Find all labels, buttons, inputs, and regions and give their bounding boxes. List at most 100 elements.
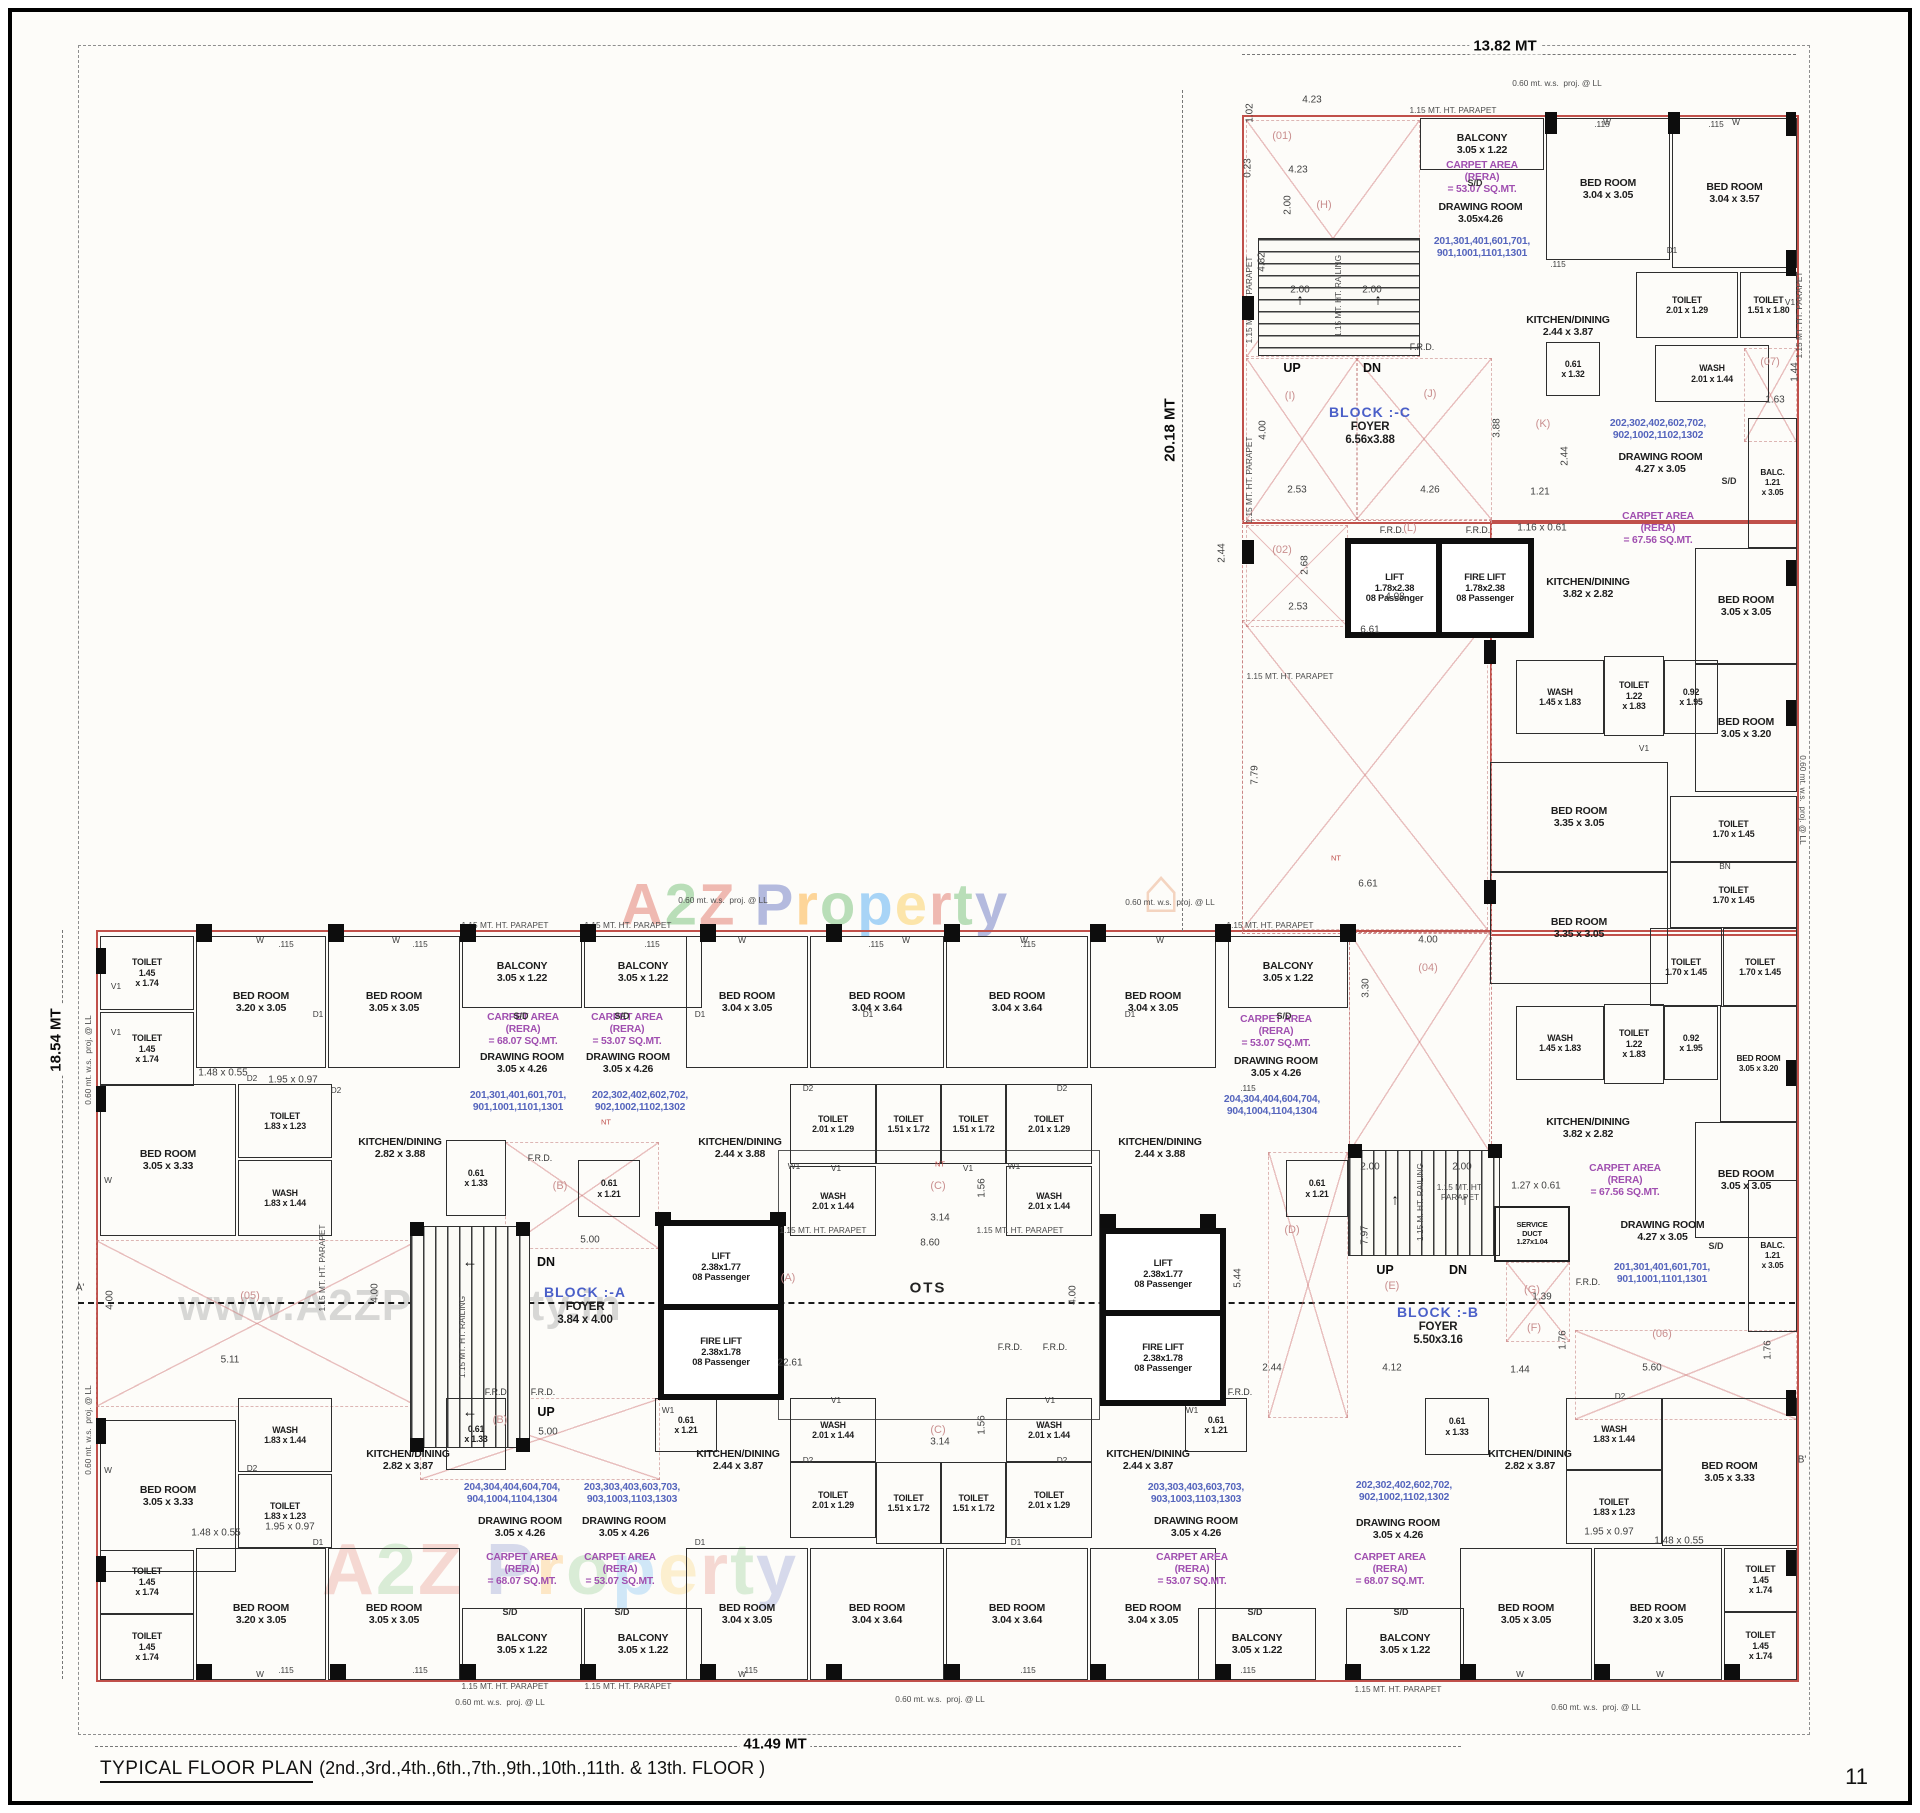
open-to-sky-area <box>1246 358 1358 520</box>
annotation: 1.56 <box>976 1415 988 1435</box>
watermark-letter: e <box>657 1530 701 1610</box>
annotation: D2 <box>1614 1391 1626 1401</box>
column-blob <box>1348 1144 1362 1158</box>
annotation: .115 <box>1550 259 1566 269</box>
annotation: W <box>256 935 264 945</box>
column-blob <box>1090 1664 1106 1680</box>
watermark-house-icon: ⌂ <box>1141 854 1183 926</box>
annotation: 1.15 M. HT. RAILING <box>1415 1163 1425 1241</box>
annotation: D2 <box>802 1455 814 1465</box>
annotation: 0.60 mt. w.s. proj. @ LL <box>1512 78 1602 88</box>
room-carpet: CARPET AREA(RERA)= 53.07 SQ.MT. <box>584 1551 656 1588</box>
annotation: DN <box>1362 361 1382 375</box>
column-blob <box>1594 1664 1610 1680</box>
watermark-letter: o <box>566 1530 612 1610</box>
annotation: D2 <box>1056 1083 1068 1093</box>
annotation: V1 <box>110 1027 122 1037</box>
watermark-letter: r <box>700 1530 731 1610</box>
annotation: 1.44 <box>1789 362 1801 382</box>
annotation: F.R.D. <box>1227 1387 1253 1397</box>
watermark-letter: y <box>974 872 1010 938</box>
annotation: 1.56 <box>976 1178 988 1198</box>
annotation: 1.15 MT. HT. PARAPET <box>584 920 672 930</box>
room-nums: 201,301,401,601,701,901,1001,1101,1301 <box>1433 235 1531 259</box>
room-carpet: CARPET AREA(RERA)= 53.07 SQ.MT. <box>1240 1013 1312 1050</box>
annotation: V1 <box>830 1395 842 1405</box>
annotation: W1 <box>1007 1161 1021 1171</box>
column-blob <box>1786 1550 1796 1576</box>
annotation: W <box>902 935 910 945</box>
annotation: 5.00 <box>538 1426 558 1438</box>
watermark-letter: p <box>857 872 895 938</box>
annotation: V1 <box>830 1163 842 1173</box>
annotation: .115 <box>1240 1665 1256 1675</box>
room-nums: 201,301,401,601,701,901,1001,1101,1301 <box>1613 1261 1711 1285</box>
room-carpet: CARPET AREA(RERA)= 67.56 SQ.MT. <box>1622 510 1694 547</box>
annotation: 1.15 MT. HT. PARAPET <box>461 1681 549 1691</box>
annotation: W <box>738 1669 746 1679</box>
annotation: (G) <box>1524 1284 1540 1296</box>
annotation: 4.00 <box>104 1290 116 1310</box>
column-blob <box>1200 1214 1216 1228</box>
annotation: (04) <box>1418 962 1438 974</box>
room-carpet: CARPET AREA(RERA)= 53.07 SQ.MT. <box>1446 159 1518 196</box>
annotation: W <box>1156 935 1164 945</box>
annotation: ↑ <box>1461 1191 1469 1209</box>
annotation: 7.79 <box>1249 765 1261 785</box>
annotation: D1 <box>1010 1537 1022 1547</box>
annotation: S/D <box>1393 1607 1409 1617</box>
annotation: 13.82 MT <box>1469 37 1541 55</box>
annotation: S/D <box>1708 1241 1724 1251</box>
column-blob <box>328 924 344 942</box>
annotation: 1.16 x 0.61 <box>1517 522 1567 534</box>
annotation: 2.00 <box>1282 195 1294 215</box>
room-nums: 203,303,403,603,703,903,1003,1103,1303 <box>583 1481 681 1505</box>
column-blob <box>460 1664 476 1680</box>
annotation: 4.00 <box>1418 934 1438 946</box>
column-blob <box>516 1438 530 1452</box>
annotation: .115 <box>1708 119 1724 129</box>
column-blob <box>96 948 106 974</box>
annotation: (02) <box>1272 544 1292 556</box>
column-blob <box>700 1664 716 1680</box>
annotation: 4.23 <box>1302 94 1322 106</box>
annotation: W1 <box>1185 1405 1199 1415</box>
column-blob <box>460 924 476 942</box>
column-blob <box>196 924 212 942</box>
